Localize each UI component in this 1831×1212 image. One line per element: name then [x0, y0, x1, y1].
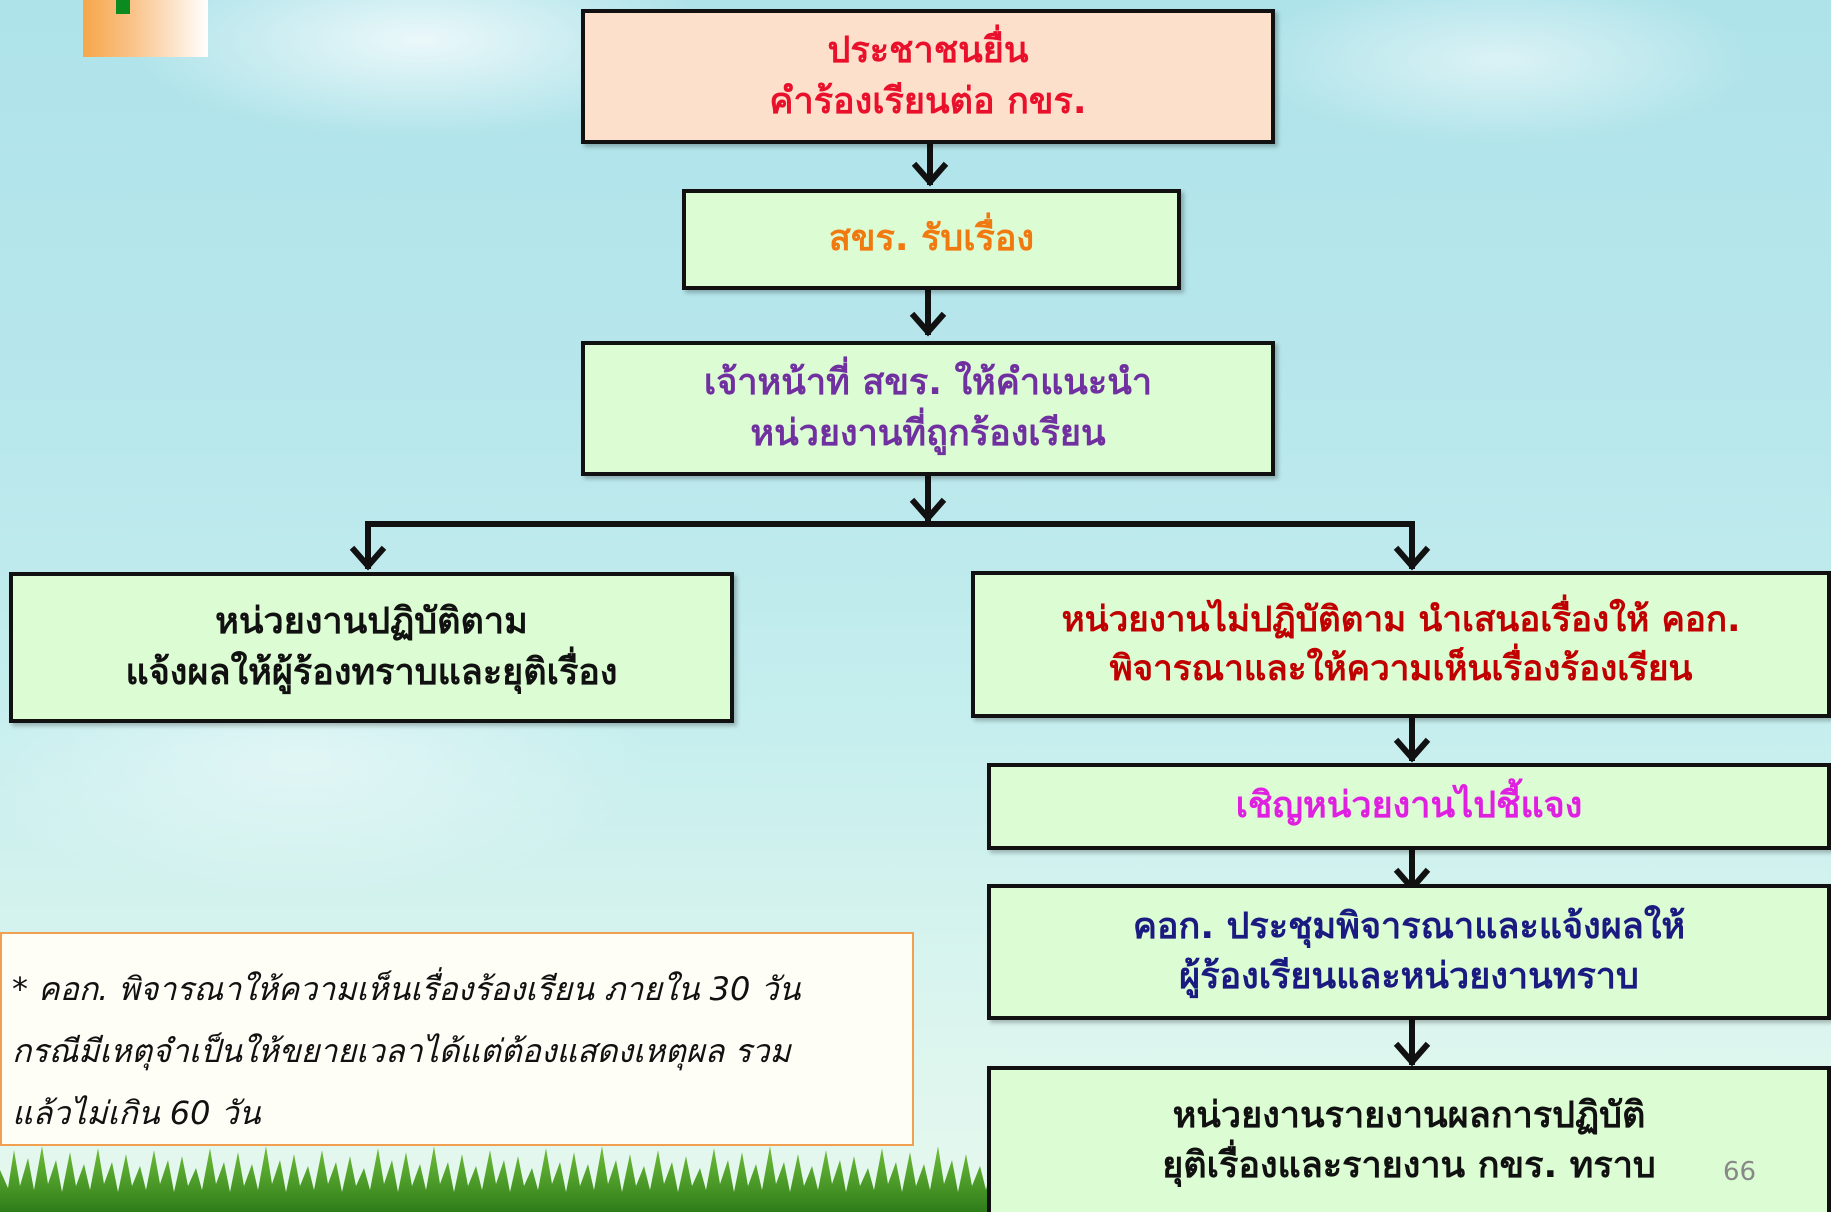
box-agency-report: หน่วยงานรายงานผลการปฏิบัติ ยุติเรื่องและ…: [987, 1066, 1831, 1212]
arrowhead-advise-to-branch: [909, 497, 947, 523]
box-agency-complies: หน่วยงานปฏิบัติตาม แจ้งผลให้ผู้ร้องทราบแ…: [9, 572, 734, 723]
box-meeting-line2: ผู้ร้องเรียนและหน่วยงานทราบ: [1179, 956, 1639, 997]
box-committee-meeting: คอก. ประชุมพิจารณาและแจ้งผลให้ ผู้ร้องเร…: [987, 884, 1831, 1020]
box-receive-line1: สขร. รับเรื่อง: [828, 218, 1035, 260]
note-line3: แล้วไม่เกิน 60 วัน: [12, 1094, 261, 1132]
arrowhead-submit-to-receive: [911, 161, 949, 187]
timeframe-note: * คอก. พิจารณาให้ความเห็นเรื่องร้องเรียน…: [0, 932, 914, 1146]
box-report-line1: หน่วยงานรายงานผลการปฏิบัติ: [1172, 1094, 1646, 1136]
arrowhead-branch-to-comply: [349, 545, 387, 571]
box-report-line2: ยุติเรื่องและรายงาน กขร. ทราบ: [1162, 1145, 1656, 1186]
box-invite-line1: เชิญหน่วยงานไปชี้แจง: [1235, 785, 1583, 827]
box-submit-line2: คำร้องเรียนต่อ กขร.: [769, 80, 1087, 122]
box-submit-complaint: ประชาชนยื่น คำร้องเรียนต่อ กขร.: [581, 9, 1275, 144]
box-submit-line1: ประชาชนยื่น: [827, 30, 1029, 72]
corner-logo: [83, 0, 208, 57]
arrowhead-meeting-to-report: [1393, 1041, 1431, 1067]
box-not-comply-line1: หน่วยงานไม่ปฏิบัติตาม นำเสนอเรื่องให้ คอ…: [1061, 599, 1741, 640]
note-line2: กรณีมีเหตุจำเป็นให้ขยายเวลาได้แต่ต้องแสด…: [12, 1032, 791, 1070]
note-line1: * คอก. พิจารณาให้ความเห็นเรื่องร้องเรียน…: [12, 970, 801, 1008]
box-invite-agency: เชิญหน่วยงานไปชี้แจง: [987, 763, 1831, 850]
box-comply-line2: แจ้งผลให้ผู้ร้องทราบและยุติเรื่อง: [125, 651, 618, 693]
box-advise-line1: เจ้าหน้าที่ สขร. ให้คำแนะนำ: [703, 362, 1153, 404]
box-not-comply-line2: พิจารณาและให้ความเห็นเรื่องร้องเรียน: [1109, 648, 1693, 689]
box-comply-line1: หน่วยงานปฏิบัติตาม: [215, 601, 528, 643]
box-meeting-line1: คอก. ประชุมพิจารณาและแจ้งผลให้: [1132, 905, 1686, 947]
arrowhead-not-comply-to-invite: [1393, 737, 1431, 763]
logo-green-mark: [116, 0, 130, 14]
arrowhead-branch-to-not-comply: [1393, 545, 1431, 571]
grass-decoration: [0, 1146, 1000, 1212]
page-number: 66: [1723, 1157, 1757, 1187]
box-advise-line2: หน่วยงานที่ถูกร้องเรียน: [750, 412, 1106, 454]
box-receive-complaint: สขร. รับเรื่อง: [682, 189, 1181, 290]
arrowhead-receive-to-advise: [909, 311, 947, 337]
box-officer-advise: เจ้าหน้าที่ สขร. ให้คำแนะนำ หน่วยงานที่ถ…: [581, 341, 1275, 476]
box-agency-not-comply: หน่วยงานไม่ปฏิบัติตาม นำเสนอเรื่องให้ คอ…: [971, 571, 1831, 718]
